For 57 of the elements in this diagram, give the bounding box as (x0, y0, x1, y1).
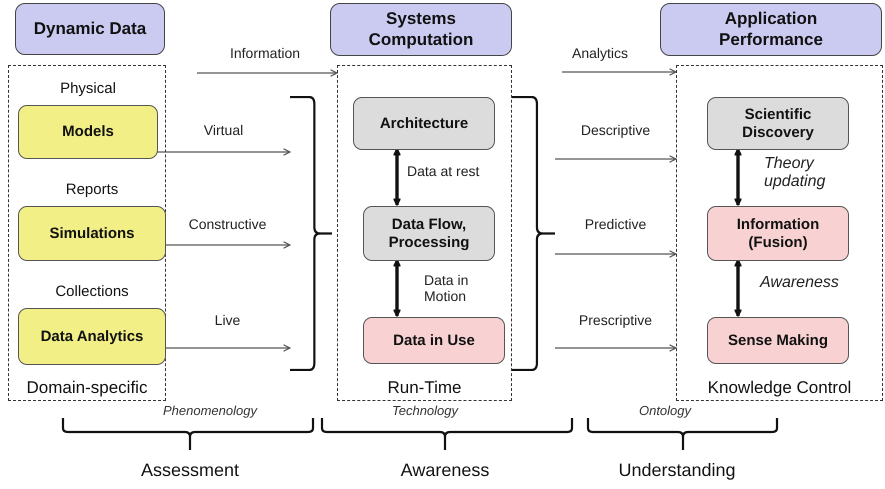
category-label: Reports (64, 182, 120, 198)
category-label: Ontology (638, 404, 692, 418)
arrow (734, 258, 742, 318)
arrow (392, 258, 402, 318)
edge-label: Constructive (186, 216, 268, 232)
arrow (555, 344, 677, 352)
group-label: Awareness (400, 461, 490, 481)
process-box (707, 206, 849, 261)
process-box (363, 206, 495, 261)
container-title: Run-Time (386, 378, 462, 398)
edge-label: Live (212, 312, 242, 328)
container-title: Knowledge Control (706, 378, 852, 398)
arrow (392, 148, 402, 206)
arrow (734, 148, 742, 206)
process-box (707, 97, 849, 150)
box-label: Architecture (378, 114, 470, 132)
header-box (660, 3, 882, 56)
category-label: Phenomenology (163, 404, 257, 418)
category-label: Physical (59, 81, 117, 98)
process-box (18, 206, 166, 261)
box-label: Data in Use (392, 332, 476, 350)
box-label: Scientific Discovery (741, 106, 815, 142)
box-label: Dynamic Data (32, 18, 148, 40)
process-box (707, 317, 849, 364)
process-box (363, 317, 505, 364)
bracket (290, 96, 332, 371)
container-title: Domain-specific (26, 378, 148, 398)
edge-label: Data at rest (405, 163, 482, 180)
box-label: Information (Fusion) (736, 216, 820, 252)
box-label: Data Flow, Processing (388, 216, 470, 252)
box-label: Systems Computation (368, 9, 474, 50)
group-label: Understanding (618, 461, 736, 481)
arrow (165, 344, 291, 352)
dashed-container (8, 65, 166, 401)
header-box (330, 3, 512, 56)
arrow (555, 250, 677, 258)
box-label: Simulations (48, 224, 136, 242)
category-label: Technology (392, 404, 458, 418)
edge-label: Analytics (570, 45, 630, 62)
arrow (157, 148, 291, 156)
arrow (562, 68, 677, 76)
arrow (165, 241, 291, 249)
box-label: Sense Making (726, 332, 830, 350)
box-label: Models (61, 123, 115, 141)
edge-label: Predictive (582, 216, 648, 232)
box-label: Application Performance (718, 9, 824, 50)
category-label: Collections (54, 284, 130, 300)
process-box (18, 105, 158, 159)
arrow (555, 155, 677, 163)
edge-label: Virtual (202, 122, 246, 138)
arrow (197, 69, 338, 77)
bracket (512, 96, 555, 371)
group-label: Assessment (140, 461, 240, 481)
process-box (353, 97, 495, 150)
process-box (18, 308, 166, 365)
header-box (15, 3, 165, 55)
box-label: Data Analytics (40, 328, 144, 346)
